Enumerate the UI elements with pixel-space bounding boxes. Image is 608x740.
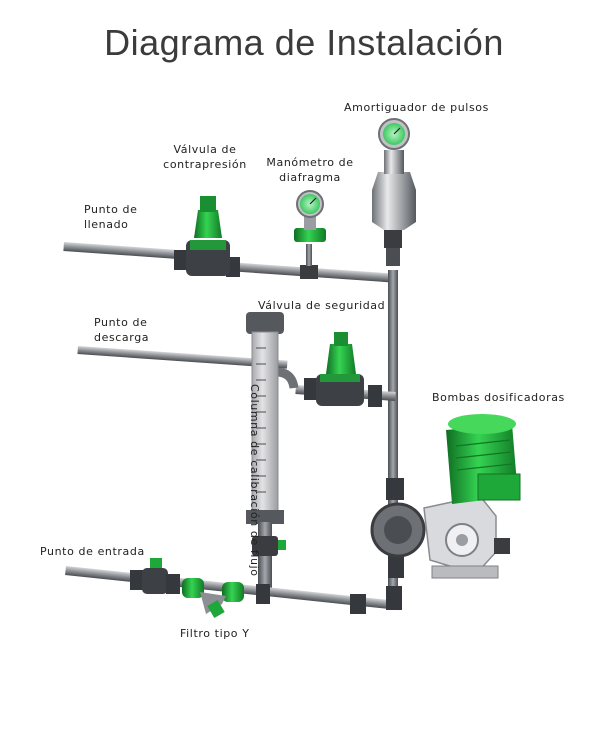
label-backpressure-line1: Válvula de [173, 143, 237, 156]
label-pulsation-damper: Amortiguador de pulsos [344, 101, 489, 114]
label-discharge-line1: Punto de [94, 316, 148, 329]
page-title: Diagrama de Instalación [104, 22, 504, 63]
label-discharge-point: Punto de descarga [94, 315, 149, 345]
calibration-column-icon [246, 312, 286, 592]
label-fill-point: Punto de llenado [84, 202, 137, 232]
label-inlet-point: Punto de entrada [40, 545, 145, 558]
label-calibration-column: Columna de calibración de flujo [248, 384, 261, 577]
safety-valve-icon [304, 332, 382, 407]
label-discharge-line2: descarga [94, 331, 150, 344]
inlet-fittings [256, 584, 402, 614]
diaphragm-gauge-icon [294, 190, 326, 279]
pulsation-damper-icon [372, 118, 416, 266]
backpressure-valve-icon [174, 196, 240, 277]
y-strainer-icon [182, 578, 244, 619]
label-backpressure-valve: Válvula de contrapresión [160, 142, 250, 172]
label-fill-line1: Punto de [84, 203, 138, 216]
label-safety-valve: Válvula de seguridad [258, 299, 386, 312]
column-scale [256, 347, 266, 493]
label-diaphragm-gauge: Manómetro de diafragma [262, 155, 358, 185]
dosing-pump-icon [370, 414, 521, 579]
label-backpressure-line2: contrapresión [163, 158, 247, 171]
label-gauge-line2: diafragma [279, 171, 341, 184]
label-y-filter: Filtro tipo Y [180, 627, 250, 640]
label-dosing-pumps: Bombas dosificadoras [432, 391, 565, 404]
inlet-ball-valve-icon [130, 558, 180, 594]
motor-icon [446, 414, 521, 504]
label-fill-line2: llenado [84, 218, 129, 231]
label-gauge-line1: Manómetro de [266, 156, 354, 169]
